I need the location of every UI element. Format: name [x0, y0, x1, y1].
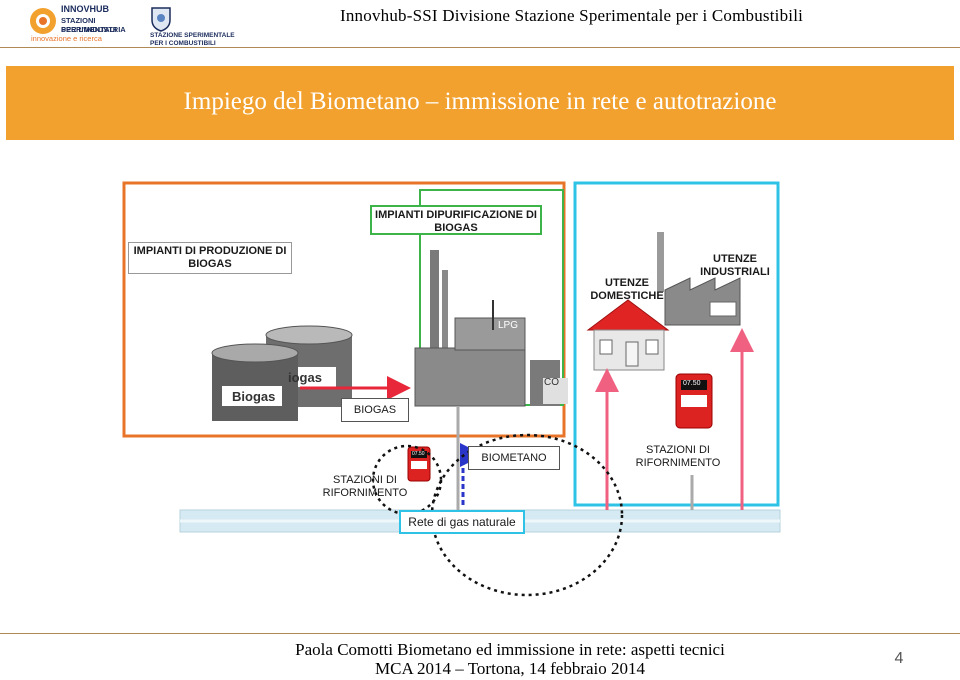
pump-display-right: 07.50 — [683, 380, 701, 387]
stations-right-label: STAZIONI DI RIFORNIMENTO — [635, 444, 721, 469]
fuel-pump-left — [407, 446, 431, 482]
shield-icon — [151, 7, 171, 32]
footer-author: Paola Comotti Biometano ed immissione in… — [295, 640, 725, 659]
co2-label: CO — [544, 377, 559, 388]
tank-front-label: Biogas — [232, 389, 276, 404]
footer-divider — [0, 633, 960, 634]
tank-back-label: iogas — [288, 370, 322, 385]
page-number: 4 — [894, 650, 904, 667]
left-station-highlight — [371, 444, 443, 516]
purification-label: IMPIANTI DIPURIFICAZIONE DI BIOGAS — [370, 205, 542, 235]
industrial-users-label: UTENZE INDUSTRIALI — [700, 253, 770, 278]
lpg-label: LPG — [498, 320, 519, 331]
ssc-logo: STAZIONE SPERIMENTALE PER I COMBUSTIBILI — [150, 4, 260, 47]
purification-plant — [414, 250, 568, 510]
innovhub-logo: INNOVHUB STAZIONI SPERIMENTALI PER L'IND… — [28, 4, 148, 43]
users-frame — [573, 181, 780, 507]
biogas-tank-front — [211, 343, 299, 421]
logo-subtitle: STAZIONI SPERIMENTALI — [61, 16, 117, 34]
pump-display-left: 07.50 — [412, 451, 425, 457]
domestic-house — [586, 299, 670, 371]
logo-name: INNOVHUB — [61, 4, 110, 14]
logo-subtitle-2: PER L'INDUSTRIA — [61, 25, 126, 34]
biogas-box: BIOGAS — [341, 398, 409, 422]
sun-logo-icon — [30, 8, 56, 34]
network-label: Rete di gas naturale — [399, 510, 525, 534]
stations-left-label: STAZIONI DI RIFORNIMENTO — [322, 474, 408, 499]
production-label: IMPIANTI DI PRODUZIONE DI BIOGAS — [128, 242, 292, 274]
top-divider — [0, 47, 960, 48]
slide-title: Impiego del Biometano – immissione in re… — [183, 88, 777, 115]
fuel-pump-right — [675, 373, 713, 429]
industrial-building — [657, 232, 741, 326]
biometano-box: BIOMETANO — [468, 446, 560, 470]
logo2-line2: PER I COMBUSTIBILI — [150, 40, 216, 47]
logo-tagline: innovazione e ricerca — [31, 34, 102, 43]
domestic-users-label: UTENZE DOMESTICHE — [590, 277, 664, 302]
title-banner: Impiego del Biometano – immissione in re… — [6, 66, 954, 140]
logo2-line1: STAZIONE SPERIMENTALE — [150, 32, 235, 39]
header-title: Innovhub-SSI Divisione Stazione Sperimen… — [340, 6, 804, 25]
footer-event: MCA 2014 – Tortona, 14 febbraio 2014 — [375, 659, 645, 678]
